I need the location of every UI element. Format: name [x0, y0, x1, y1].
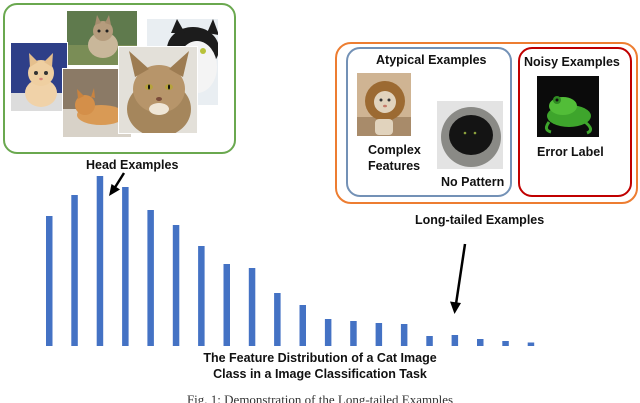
kitten-photo-blue — [10, 42, 68, 112]
chart-caption-line2: Class in a Image Classification Task — [213, 367, 427, 381]
noisy-examples-title: Noisy Examples — [524, 55, 620, 69]
bar-20 — [527, 342, 535, 346]
atypical-examples-title: Atypical Examples — [376, 53, 487, 67]
head-arrow-icon — [112, 172, 126, 190]
complex-features-line2: Features — [368, 159, 421, 173]
bar-14 — [375, 323, 383, 346]
tail-arrow-icon — [454, 243, 467, 305]
long-tailed-examples-box — [335, 42, 638, 204]
bar-1 — [46, 216, 53, 346]
bar-18 — [477, 339, 484, 346]
head-examples-box — [3, 3, 236, 154]
noisy-examples-box — [518, 47, 632, 197]
bar-12 — [324, 319, 332, 346]
bar-15 — [400, 324, 408, 346]
bar-5 — [147, 210, 154, 346]
no-pattern-label: No Pattern — [441, 175, 505, 189]
atypical-examples-box — [346, 47, 512, 197]
bar-10 — [274, 293, 281, 346]
bar-13 — [350, 321, 357, 346]
green-frog-photo — [536, 75, 600, 138]
bar-17 — [451, 335, 459, 346]
cat-photo-tabby — [118, 46, 198, 134]
bar-8 — [223, 264, 230, 346]
cat-bed-photo — [436, 100, 504, 170]
tail-arrow-head-icon — [450, 301, 461, 314]
head-arrow-head-icon — [109, 184, 120, 196]
bar-2 — [71, 195, 78, 346]
head-examples-label: Head Examples — [86, 158, 179, 172]
bar-6 — [172, 225, 180, 346]
complex-features-line1: Complex — [368, 143, 421, 157]
lion-cat-photo — [356, 72, 412, 137]
bar-4 — [122, 187, 129, 346]
bar-9 — [248, 268, 256, 346]
chart-caption-line1: The Feature Distribution of a Cat Image — [203, 351, 437, 365]
chart-caption: The Feature Distribution of a Cat Image … — [150, 350, 490, 382]
long-tailed-examples-label: Long-tailed Examples — [415, 213, 545, 227]
bar-16 — [426, 336, 433, 346]
complex-features-label: Complex Features — [368, 142, 421, 174]
bar-19 — [502, 341, 509, 346]
bar-11 — [299, 305, 306, 346]
error-label-label: Error Label — [537, 145, 604, 159]
bar-3 — [96, 176, 104, 346]
bar-7 — [198, 246, 205, 346]
figure-caption: Fig. 1: Demonstration of the Long-tailed… — [186, 392, 454, 403]
